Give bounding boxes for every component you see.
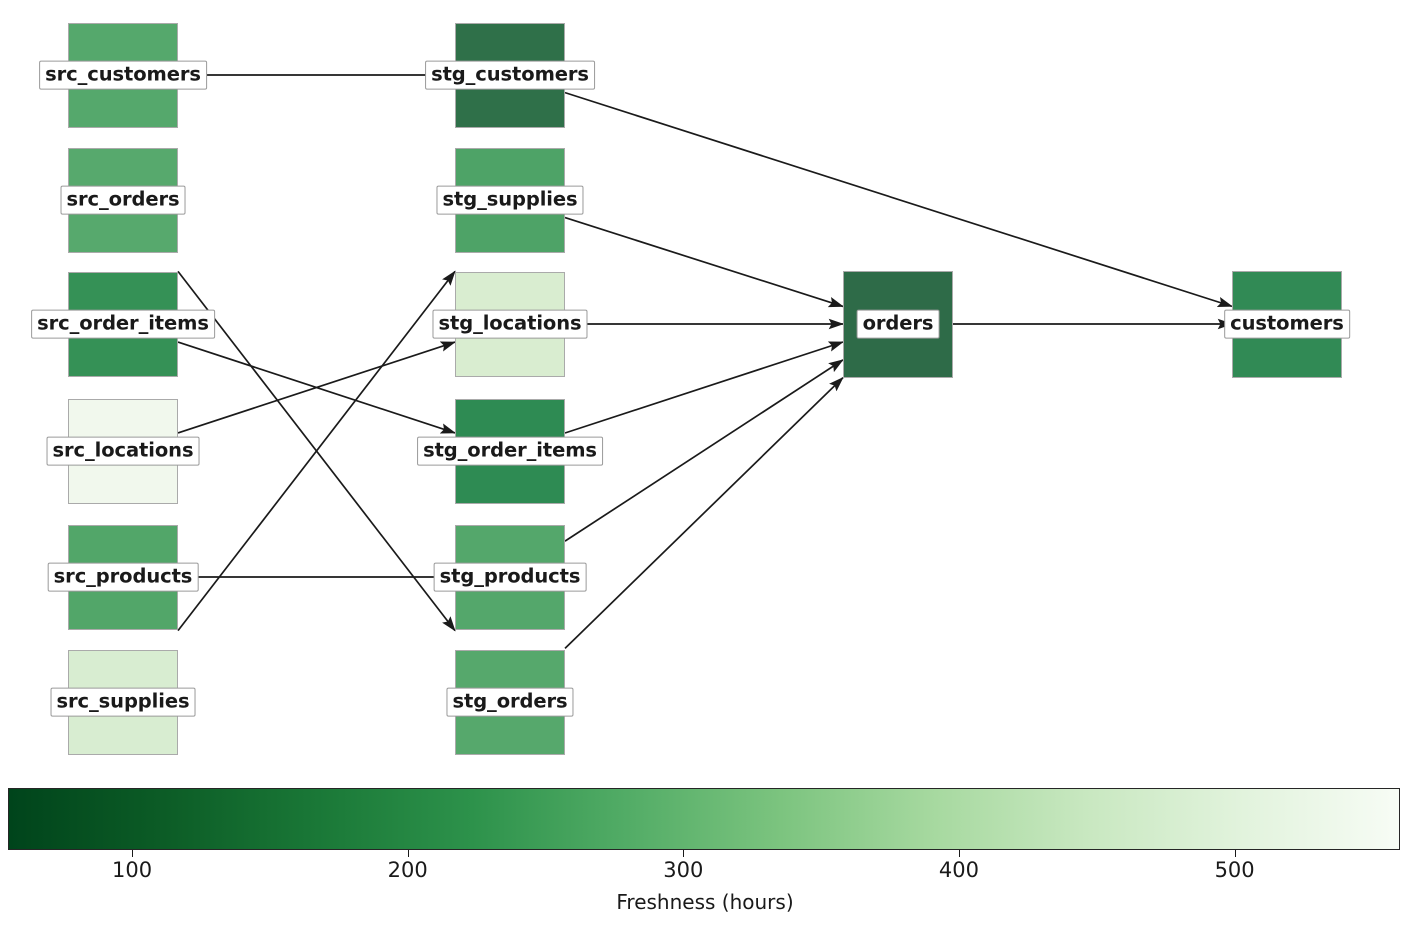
node-label-src_customers: src_customers: [39, 60, 207, 90]
colorbar-tick-label: 500: [1214, 858, 1255, 882]
edge-stg_orders-to-orders: [564, 376, 844, 650]
colorbar-tick-label: 300: [663, 858, 704, 882]
colorbar: 100 200 300 400 500 Freshness (hours): [0, 782, 1410, 926]
node-label-stg_customers: stg_customers: [425, 60, 595, 90]
edge-stg_order_items-to-orders: [564, 341, 844, 434]
colorbar-tick: [132, 850, 134, 857]
node-label-src_locations: src_locations: [46, 436, 200, 466]
node-label-src_products: src_products: [47, 562, 199, 592]
node-label-stg_locations: stg_locations: [432, 309, 588, 339]
colorbar-tick: [1234, 850, 1236, 857]
node-label-src_orders: src_orders: [60, 185, 186, 215]
edge-src_supplies-to-stg_supplies: [177, 270, 456, 632]
edge-stg_products-to-orders: [564, 359, 844, 542]
node-label-src_order_items: src_order_items: [31, 309, 215, 339]
node-label-stg_orders: stg_orders: [446, 687, 574, 717]
colorbar-tick: [958, 850, 960, 857]
colorbar-gradient: [8, 788, 1400, 850]
node-label-customers: customers: [1224, 309, 1350, 339]
edges: [177, 74, 1234, 650]
node-label-src_supplies: src_supplies: [50, 687, 196, 717]
edge-stg_supplies-to-orders: [564, 216, 844, 308]
node-label-stg_products: stg_products: [433, 562, 587, 592]
edge-src_orders-to-stg_orders: [177, 270, 456, 632]
edge-src_order_items-to-stg_order_items: [177, 341, 456, 434]
node-label-orders: orders: [856, 309, 940, 339]
node-label-stg_supplies: stg_supplies: [436, 185, 584, 215]
colorbar-axis-label: Freshness (hours): [616, 890, 794, 914]
colorbar-tick: [407, 850, 409, 857]
colorbar-tick-label: 100: [111, 858, 153, 882]
colorbar-tick-label: 400: [938, 858, 980, 882]
node-label-stg_order_items: stg_order_items: [417, 436, 603, 466]
colorbar-tick: [683, 850, 685, 857]
edge-layer: [177, 74, 1234, 650]
colorbar-tick-label: 200: [387, 858, 428, 882]
edge-src_locations-to-stg_locations: [177, 341, 456, 434]
